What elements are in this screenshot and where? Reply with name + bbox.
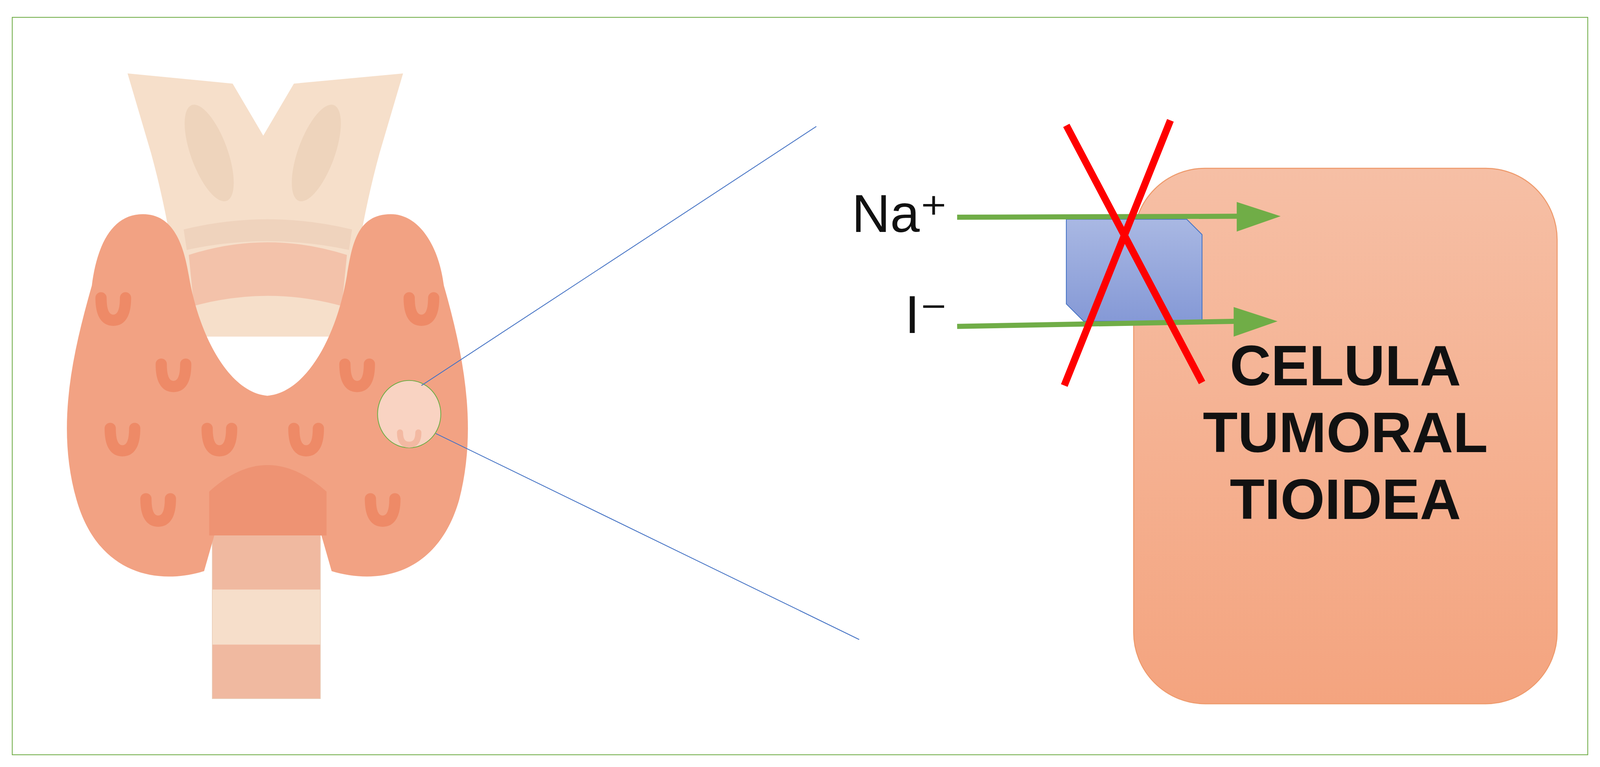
cell-box: CELULA TUMORAL TIOIDEA [1133,168,1558,704]
thyroid-gland [66,214,468,577]
ion-label: Na⁺ [851,182,948,246]
nodule-follicle [399,432,419,445]
frame-border [12,17,1588,755]
zoom-line [435,433,860,640]
thyroid-nodule [377,380,441,448]
zoom-line [421,126,817,386]
nis-transporter [1066,219,1203,322]
cell-label: CELULA TUMORAL TIOIDEA [1176,332,1515,533]
blocked-cross [1064,120,1203,386]
ion-label: I⁻ [904,283,948,347]
